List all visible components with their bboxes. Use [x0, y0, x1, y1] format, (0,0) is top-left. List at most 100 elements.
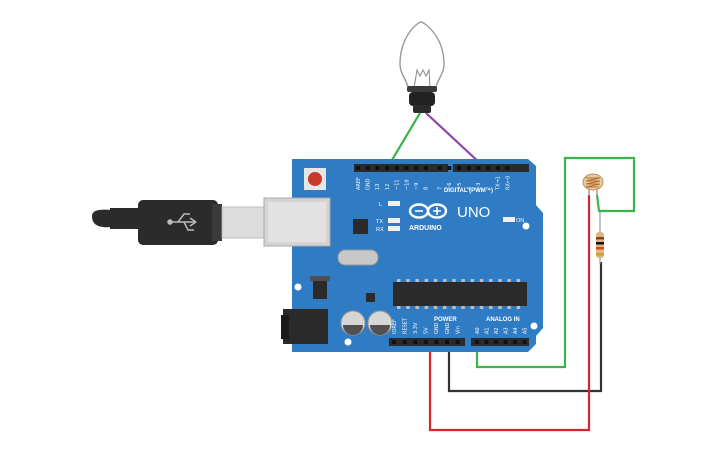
voltage-regulator	[313, 279, 327, 299]
atmega-chip	[393, 282, 527, 306]
led-rx	[388, 226, 400, 231]
usb-cable[interactable]	[92, 200, 267, 245]
header-pin-socket[interactable]	[486, 166, 491, 170]
chip-leg	[489, 279, 493, 282]
pin-label: A1	[484, 327, 490, 334]
chip-leg	[415, 279, 419, 282]
wire-bulb-to-pin13[interactable]	[388, 112, 421, 166]
header-pin-socket[interactable]	[505, 166, 510, 170]
led-tx	[388, 218, 400, 223]
wires	[388, 112, 636, 432]
header-pin-socket[interactable]	[434, 340, 439, 344]
led-tx-label: TX	[376, 219, 383, 225]
header-pin-socket[interactable]	[365, 166, 370, 170]
analog-header	[471, 338, 529, 346]
chip-leg	[397, 279, 401, 282]
pin-label: 5V	[424, 327, 430, 334]
header-pin-socket[interactable]	[447, 166, 452, 170]
header-pin-socket[interactable]	[423, 340, 428, 344]
resistor-band	[596, 247, 604, 250]
chip-pins	[397, 279, 521, 282]
wire-gnd-to-resistor[interactable]	[447, 262, 603, 393]
header-pin-socket[interactable]	[495, 166, 500, 170]
pin-label: 12	[385, 184, 391, 190]
pin-label: RESET	[402, 317, 408, 334]
pin-label: ~3	[476, 183, 482, 190]
header-pin-socket[interactable]	[375, 166, 380, 170]
header-pin-socket[interactable]	[392, 340, 396, 344]
chip-leg	[470, 279, 475, 282]
crystal-oscillator	[337, 249, 379, 266]
header-pin-socket[interactable]	[385, 166, 390, 170]
header-pin-socket[interactable]	[513, 340, 517, 344]
chip-leg	[397, 306, 401, 309]
header-pin-socket[interactable]	[404, 166, 409, 170]
header-pin-socket[interactable]	[356, 166, 360, 170]
bulb-socket-lower	[413, 105, 431, 113]
digital-header-left	[354, 164, 448, 172]
header-pin-socket[interactable]	[413, 340, 418, 344]
chip-leg	[415, 306, 419, 309]
led-on-label: ON	[516, 218, 524, 224]
resistor[interactable]	[596, 212, 604, 264]
header-pin-socket[interactable]	[394, 166, 399, 170]
chip-leg	[406, 279, 410, 282]
bulb-socket	[409, 92, 435, 106]
pin-label: IOREF	[392, 319, 398, 334]
wire-5v-to-photoresistor[interactable]	[428, 195, 591, 432]
header-pin-socket[interactable]	[522, 340, 527, 344]
header-pin-socket[interactable]	[475, 340, 479, 344]
photoresistor[interactable]	[582, 173, 604, 196]
header-pin-socket[interactable]	[494, 340, 498, 344]
chip-leg	[461, 279, 465, 282]
chip-leg	[516, 279, 521, 282]
chip-leg	[479, 279, 484, 282]
pin-label: 8	[424, 187, 430, 190]
power-jack-front	[281, 315, 289, 339]
resistor-band	[596, 253, 604, 256]
digital-header-right	[453, 164, 529, 172]
mounting-hole	[294, 283, 302, 291]
pin-label: A3	[503, 327, 509, 334]
header-pin-socket[interactable]	[466, 166, 471, 170]
chip-leg	[443, 279, 447, 282]
led-l-label: L	[379, 202, 382, 208]
header-pin-socket[interactable]	[484, 340, 489, 344]
wire-bulb-to-pin5[interactable]	[425, 112, 483, 166]
wire-a0-to-photoresistor[interactable]	[475, 156, 636, 369]
capacitor	[367, 310, 393, 336]
power-header-label: POWER	[434, 317, 457, 323]
pin-label: GND	[434, 322, 440, 334]
bulb-base	[407, 86, 437, 92]
chip-leg	[479, 306, 484, 309]
pin-label: A4	[513, 327, 519, 334]
header-pin-socket[interactable]	[414, 166, 419, 170]
pin-label: 3.3V	[413, 322, 419, 334]
header-pin-socket[interactable]	[457, 166, 461, 170]
chip-leg	[507, 279, 511, 282]
chip-leg	[507, 306, 511, 309]
chip-leg	[498, 279, 502, 282]
header-pin-socket[interactable]	[476, 166, 481, 170]
header-pin-socket[interactable]	[423, 166, 428, 170]
led-l	[388, 201, 400, 206]
light-bulb[interactable]	[399, 21, 445, 113]
pin-label: Vin	[455, 326, 461, 334]
header-pin-socket[interactable]	[437, 166, 442, 170]
pin-label: A2	[494, 327, 500, 334]
capacitor	[340, 310, 366, 336]
mounting-hole	[344, 338, 352, 346]
header-pin-socket[interactable]	[455, 340, 460, 344]
usb-plug-metal	[221, 206, 267, 239]
pin-label: GND	[366, 178, 372, 190]
header-pin-socket[interactable]	[402, 340, 407, 344]
reset-button[interactable]	[308, 172, 322, 186]
mounting-hole	[522, 222, 530, 230]
chip-leg	[516, 306, 521, 309]
header-pin-socket[interactable]	[503, 340, 508, 344]
header-pin-socket[interactable]	[445, 340, 449, 344]
analog-header-label: ANALOG IN	[486, 317, 520, 323]
bulb-filament	[413, 68, 431, 89]
